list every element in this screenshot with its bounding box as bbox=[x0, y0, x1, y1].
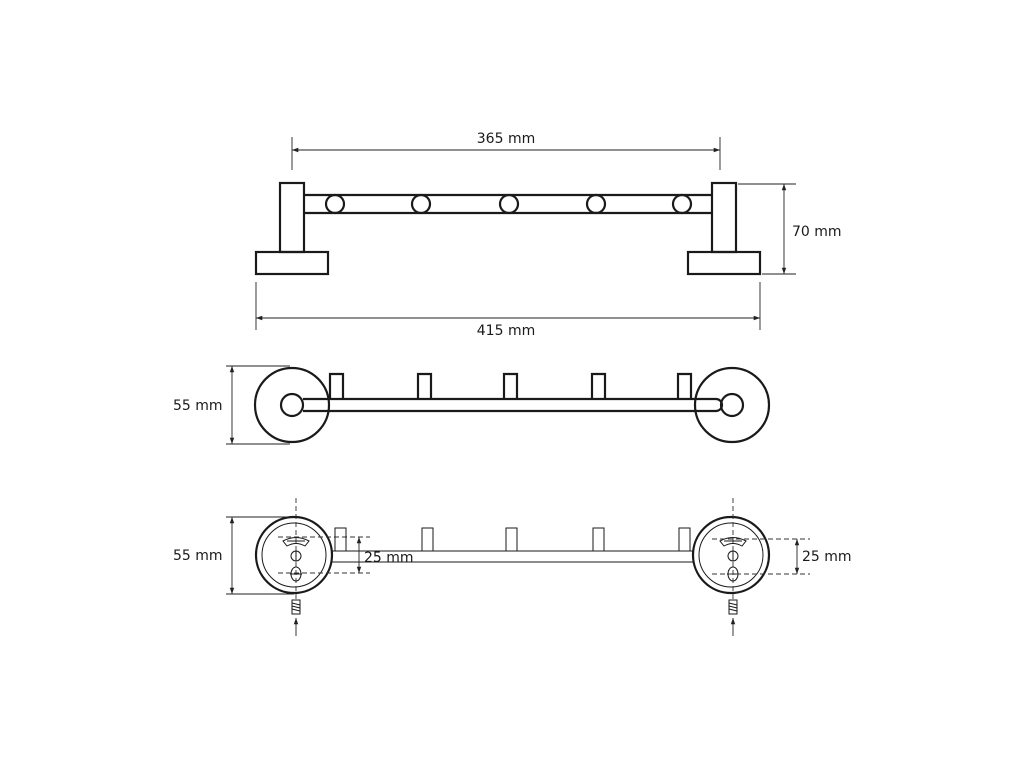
dimension-415: 415 mm bbox=[255, 282, 761, 339]
top-hook-3 bbox=[502, 372, 519, 399]
dimension-label-70: 70 mm bbox=[792, 224, 842, 240]
left-post bbox=[278, 181, 306, 254]
right-keyhole-slot bbox=[719, 537, 747, 547]
left-rosette-hub bbox=[279, 392, 305, 418]
right-rosette-hub bbox=[719, 392, 745, 418]
hook-2 bbox=[410, 193, 432, 215]
dimension-70: 70 mm bbox=[738, 183, 842, 275]
hook-4 bbox=[585, 193, 607, 215]
top-view: 55 mm bbox=[173, 365, 771, 445]
left-mount-rosette bbox=[254, 515, 334, 595]
dimension-55-mount: 55 mm bbox=[173, 516, 294, 595]
dimension-label-365: 365 mm bbox=[477, 131, 535, 147]
dimension-label-25-left: 25 mm bbox=[364, 550, 414, 566]
right-mount-rosette bbox=[691, 515, 771, 595]
right-mount-plate bbox=[698, 522, 764, 588]
top-hook-2 bbox=[416, 372, 433, 399]
left-rosette bbox=[253, 366, 331, 444]
left-mount-plate bbox=[261, 522, 327, 588]
mount-hook-2 bbox=[421, 527, 434, 551]
dimension-25-left: 25 mm bbox=[356, 537, 414, 573]
mount-hook-3 bbox=[505, 527, 518, 551]
left-screw bbox=[291, 599, 301, 636]
top-rail bbox=[303, 397, 724, 413]
top-hook-4 bbox=[590, 372, 607, 399]
mount-hook-1 bbox=[334, 527, 347, 551]
dimension-label-25-right: 25 mm bbox=[802, 549, 852, 565]
dimension-label-55-mount: 55 mm bbox=[173, 548, 223, 564]
dimension-25-right: 25 mm bbox=[794, 539, 852, 574]
mount-hook-5 bbox=[678, 527, 691, 551]
dimension-55-top: 55 mm bbox=[173, 365, 290, 445]
mounting-view: 55 mm 25 mm 25 mm bbox=[173, 498, 852, 636]
dimension-label-55-top: 55 mm bbox=[173, 398, 223, 414]
left-base bbox=[254, 250, 330, 276]
hook-1 bbox=[324, 193, 346, 215]
front-view: 365 mm 70 mm 415 mm bbox=[254, 131, 842, 339]
dimension-label-415: 415 mm bbox=[477, 323, 535, 339]
right-screw bbox=[728, 599, 738, 636]
hook-3 bbox=[498, 193, 520, 215]
mount-hook-4 bbox=[592, 527, 605, 551]
top-hook-1 bbox=[328, 372, 345, 399]
hook-5 bbox=[671, 193, 693, 215]
top-hook-5 bbox=[676, 372, 693, 399]
right-base bbox=[686, 250, 762, 276]
dimension-365: 365 mm bbox=[291, 131, 721, 170]
left-keyhole-slot bbox=[282, 537, 310, 547]
right-post bbox=[710, 181, 738, 254]
right-rosette bbox=[693, 366, 771, 444]
